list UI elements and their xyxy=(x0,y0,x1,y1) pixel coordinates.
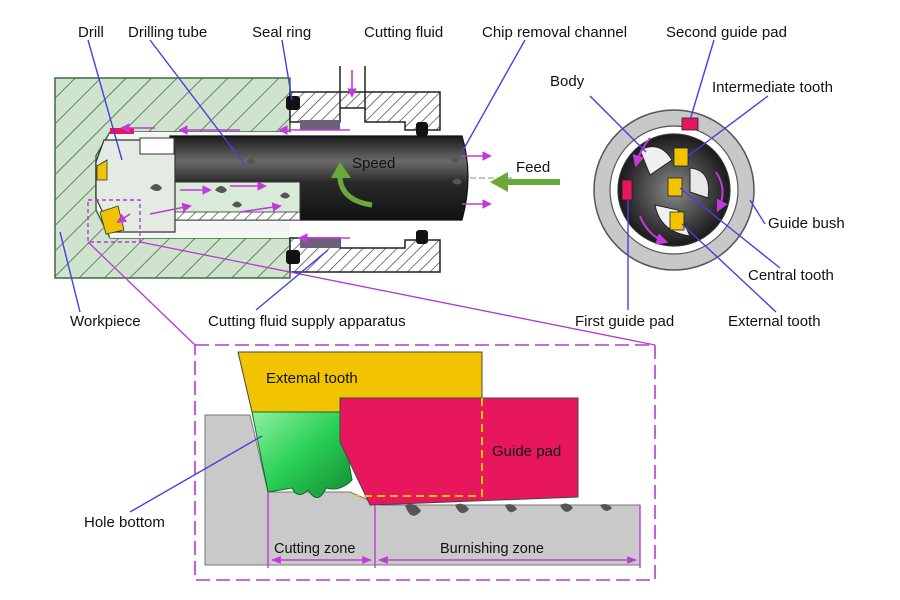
label-cutting-zone: Cutting zone xyxy=(274,541,355,557)
label-extemal-tooth-detail: Extemal tooth xyxy=(266,370,358,387)
label-speed: Speed xyxy=(352,155,395,172)
feed-arrow xyxy=(490,172,560,192)
label-burnishing-zone: Burnishing zone xyxy=(440,541,544,557)
label-feed: Feed xyxy=(516,159,550,176)
seal-ring-bottom xyxy=(286,250,300,264)
label-seal-ring: Seal ring xyxy=(252,24,311,41)
label-external-tooth: External tooth xyxy=(728,313,821,330)
label-guide-pad-detail: Guide pad xyxy=(492,443,561,460)
fluid-flow-arrows xyxy=(116,70,492,243)
external-tooth xyxy=(669,211,685,231)
label-intermediate-tooth: Intermediate tooth xyxy=(712,79,833,96)
label-hole-bottom: Hole bottom xyxy=(84,514,165,531)
detail-marker xyxy=(87,199,141,243)
leader-lines xyxy=(59,39,781,513)
drill-head-front-view xyxy=(593,109,755,271)
label-second-guide-pad: Second guide pad xyxy=(666,24,787,41)
cutting-detail-view xyxy=(87,241,656,581)
label-central-tooth: Central tooth xyxy=(748,267,834,284)
detail-guide-pad xyxy=(339,397,579,506)
label-guide-bush: Guide bush xyxy=(768,215,845,232)
label-body: Body xyxy=(550,73,585,90)
first-guide-pad xyxy=(621,179,633,201)
label-cutting-fluid: Cutting fluid xyxy=(364,24,443,41)
drilling-cross-section xyxy=(54,66,560,279)
central-tooth xyxy=(667,177,683,197)
seal-ring-top xyxy=(286,96,300,110)
detail-chip xyxy=(251,411,353,498)
intermediate-tooth xyxy=(673,147,689,167)
label-first-guide-pad: First guide pad xyxy=(575,313,674,330)
chips xyxy=(150,156,462,208)
label-drilling-tube: Drilling tube xyxy=(128,24,207,41)
label-chip-removal-channel: Chip removal channel xyxy=(482,24,627,41)
detail-frame xyxy=(194,344,656,581)
label-cutting-fluid-supply-apparatus: Cutting fluid supply apparatus xyxy=(208,313,406,330)
label-workpiece: Workpiece xyxy=(70,313,141,330)
label-drill: Drill xyxy=(78,24,104,41)
